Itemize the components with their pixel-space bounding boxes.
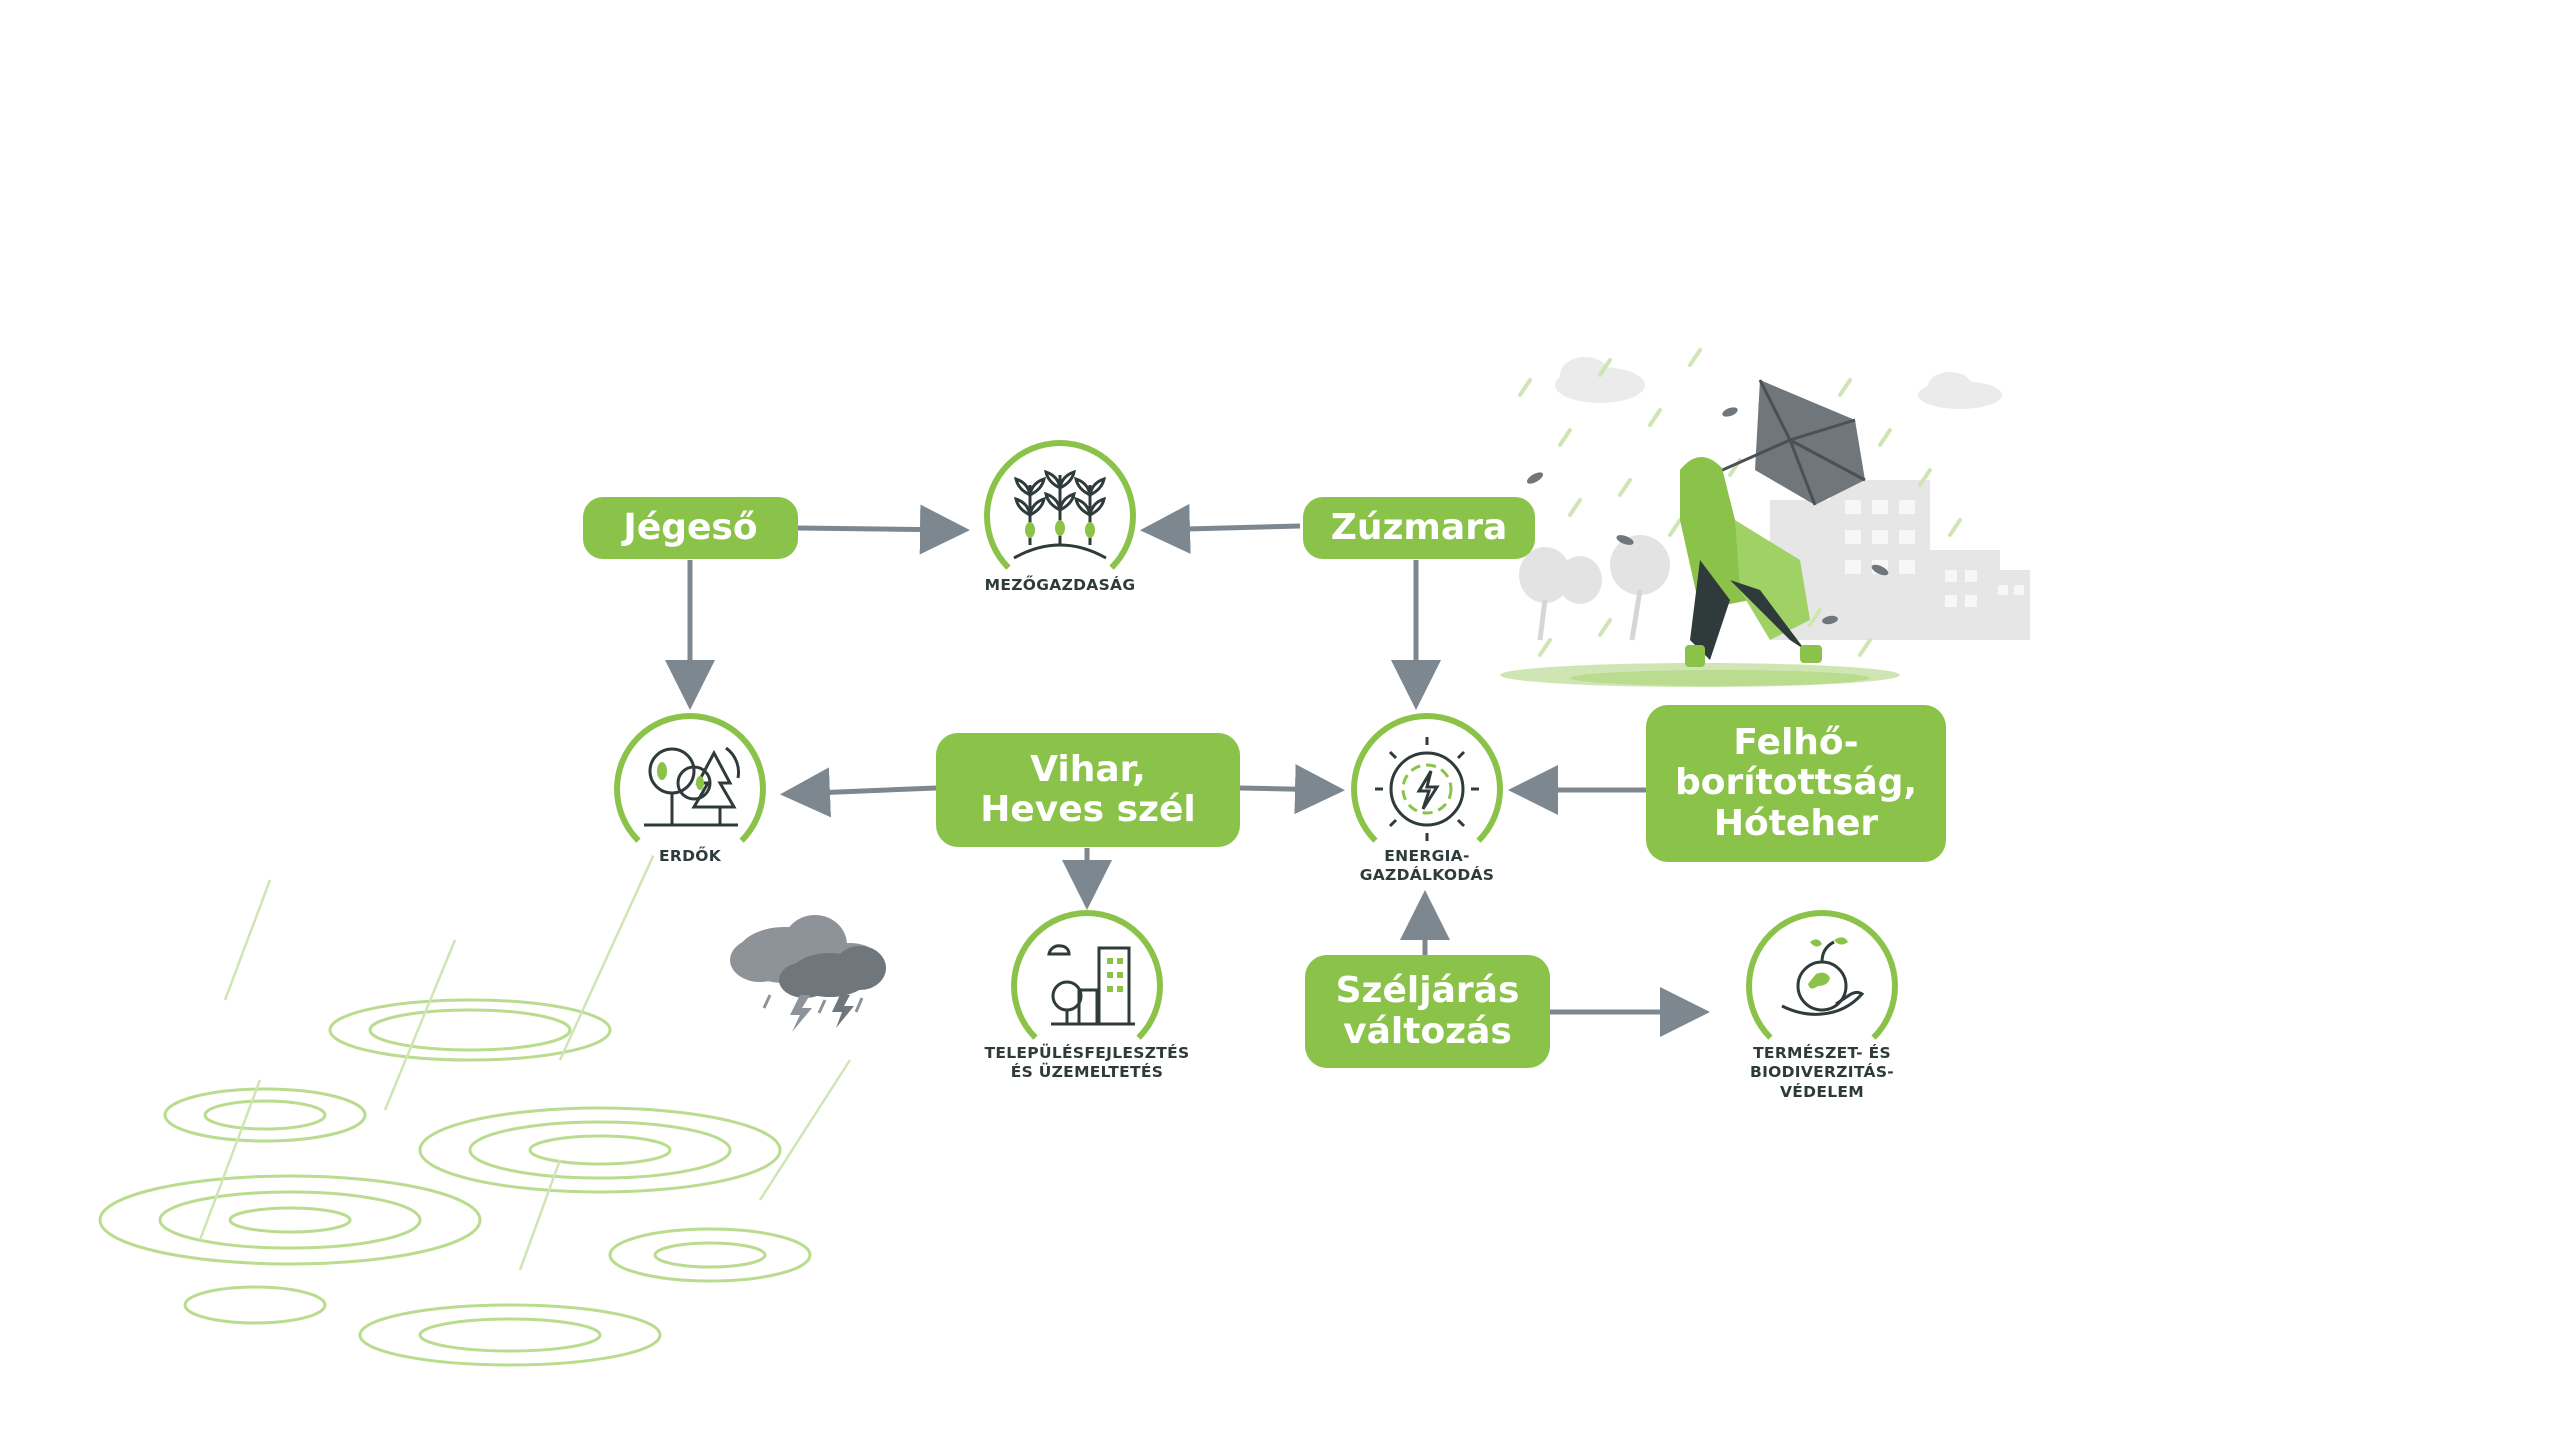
- hazard-vihar-line2: Heves szél: [980, 789, 1196, 830]
- arrow-jegeso-mezogazdasag: [797, 504, 970, 555]
- hazard-felho: Felhő- borítottság, Hóteher: [1646, 705, 1946, 862]
- energy-gear-icon: [1375, 737, 1479, 841]
- hazard-jegeso: Jégeső: [583, 497, 798, 559]
- sector-telepules-label: TELEPÜLÉSFEJLESZTÉS ÉS ÜZEMELTETÉS: [984, 1044, 1190, 1082]
- sector-mezogazdasag-label: MEZŐGAZDASÁG: [984, 576, 1136, 594]
- sector-termeszet-ring: [1746, 910, 1898, 1062]
- hazard-zuzmara-label: Zúzmara: [1330, 506, 1508, 548]
- sector-telepules-ring: [1011, 910, 1163, 1062]
- hazard-felho-line3: Hóteher: [1713, 802, 1879, 844]
- sector-energia: ENERGIA- GAZDÁLKODÁS: [1307, 713, 1547, 893]
- arrow-vihar-erdok: [780, 767, 937, 818]
- arrow-zuzmara-mezogazdasag: [1140, 503, 1301, 554]
- hazard-jegeso-label: Jégeső: [623, 506, 758, 548]
- hazard-zuzmara: Zúzmara: [1303, 497, 1535, 559]
- globe-hand-icon: [1781, 937, 1865, 1016]
- hazard-szeljaras-line2: változás: [1343, 1010, 1512, 1052]
- city-buildings-icon: [1047, 944, 1135, 1026]
- hazard-felho-line1: Felhő-: [1733, 722, 1859, 764]
- sector-telepules: TELEPÜLÉSFEJLESZTÉS ÉS ÜZEMELTETÉS: [967, 910, 1207, 1100]
- hazard-szeljaras-line1: Széljárás: [1335, 970, 1520, 1012]
- sector-erdok: ERDŐK: [570, 713, 810, 883]
- hazard-szeljaras: Széljárás változás: [1305, 955, 1550, 1068]
- hazard-vihar: Vihar, Heves szél: [936, 733, 1240, 847]
- sector-erdok-label: ERDŐK: [658, 847, 722, 865]
- arrow-vihar-energia: [1239, 764, 1345, 815]
- sector-energia-label: ENERGIA- GAZDÁLKODÁS: [1359, 847, 1495, 885]
- sector-mezogazdasag: MEZŐGAZDASÁG: [940, 440, 1180, 610]
- crops-icon: [1013, 469, 1107, 560]
- sector-termeszet-label: TERMÉSZET- ÉS BIODIVERZITÁS- VÉDELEM: [1749, 1044, 1895, 1101]
- sector-termeszet: TERMÉSZET- ÉS BIODIVERZITÁS- VÉDELEM: [1702, 910, 1942, 1110]
- sector-erdok-ring: [614, 713, 766, 865]
- trees-icon: [644, 746, 740, 827]
- hazard-felho-line2: borítottság,: [1674, 762, 1918, 804]
- hazard-vihar-line1: Vihar,: [1030, 748, 1146, 790]
